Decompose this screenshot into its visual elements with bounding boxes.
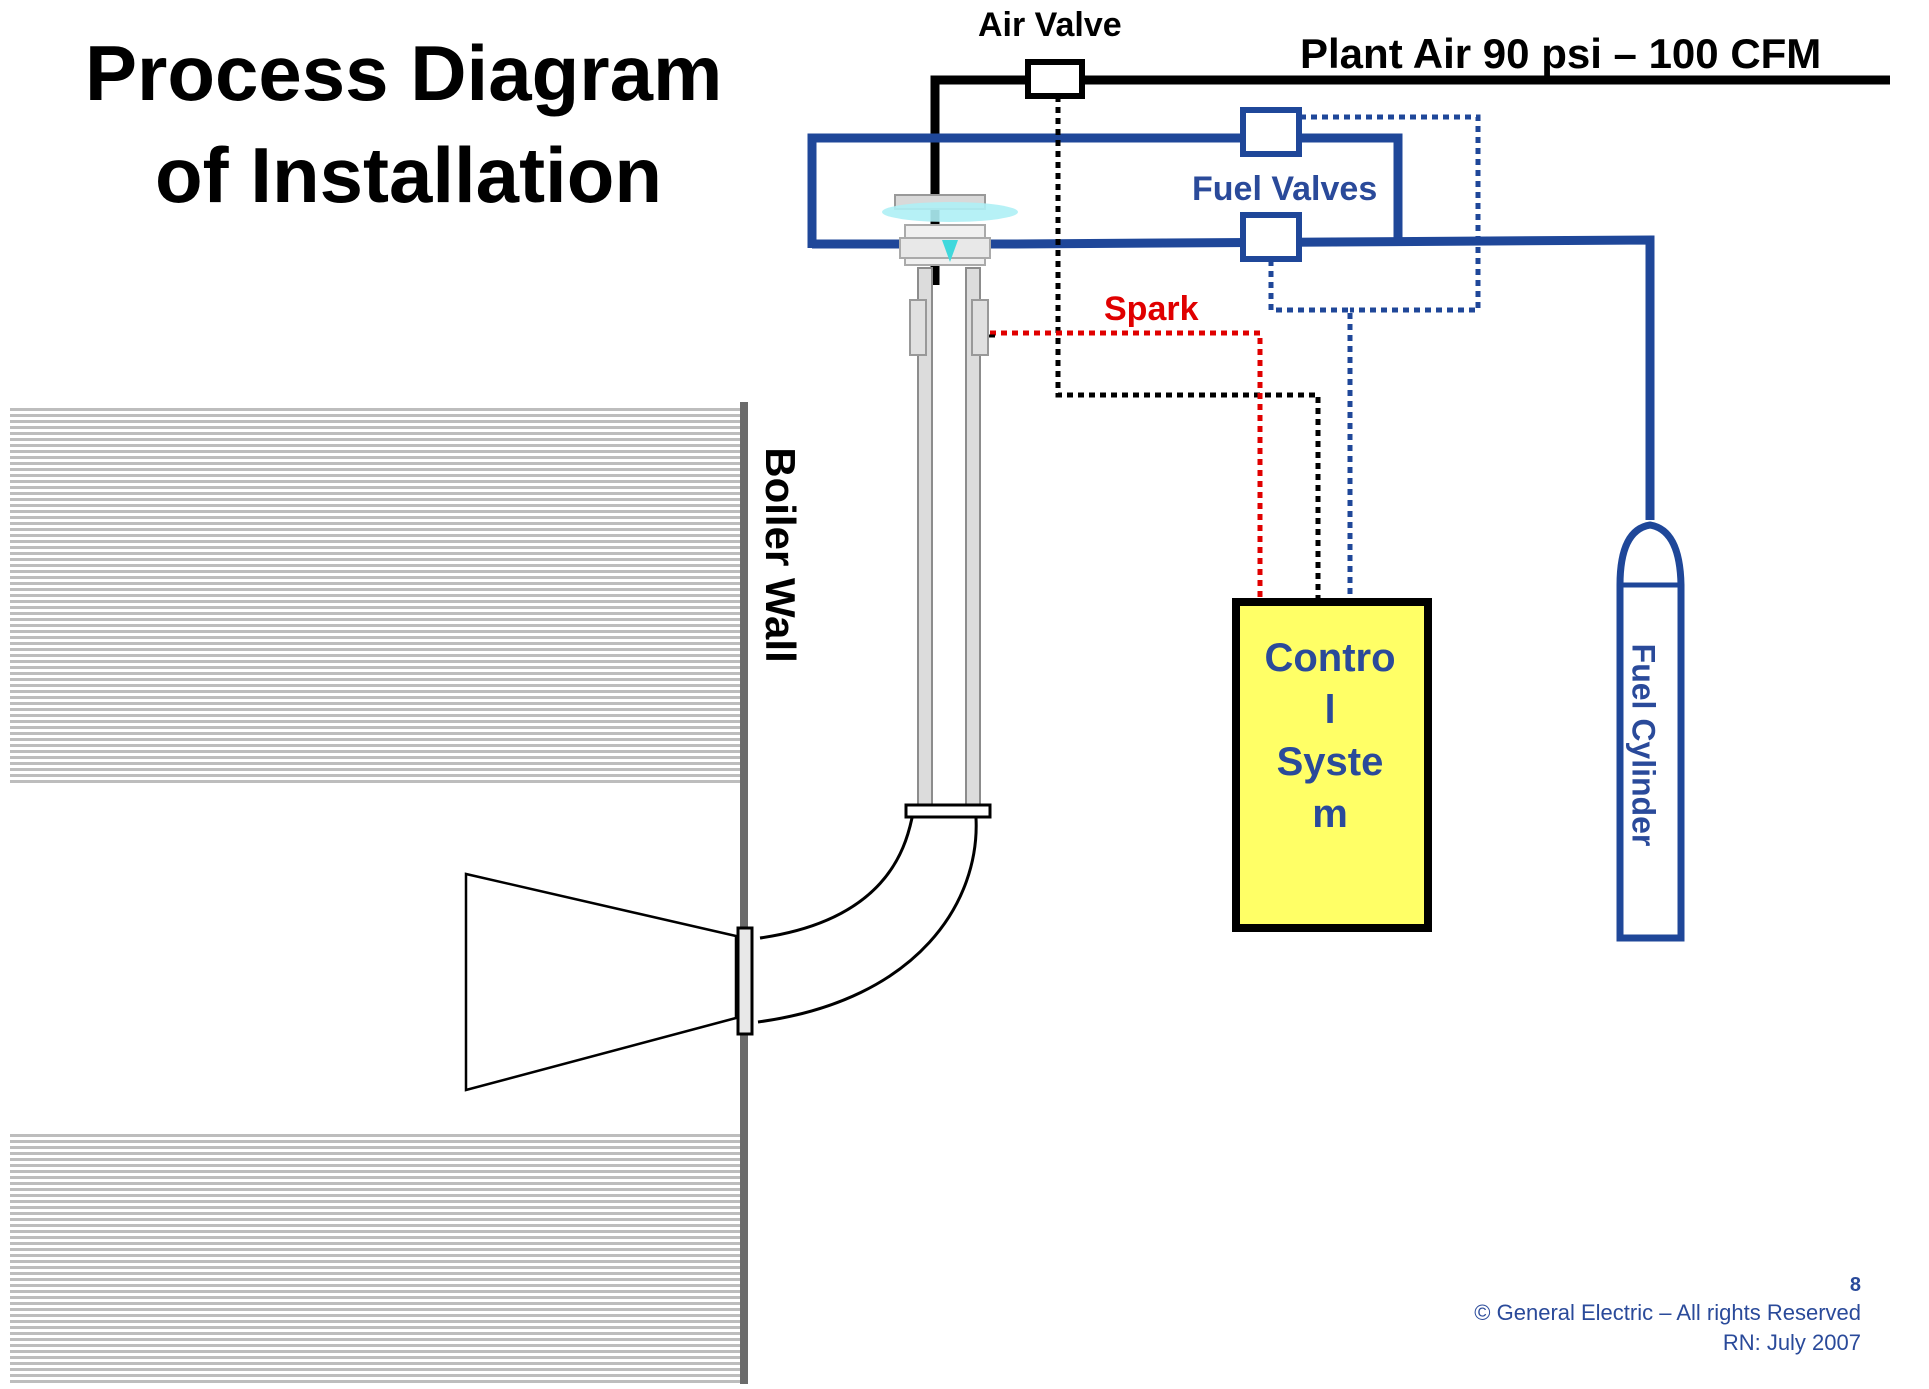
spark-dotted-line <box>990 330 1263 600</box>
plant-air-line <box>930 75 1890 285</box>
boiler-wall-label: Boiler Wall <box>757 447 804 663</box>
page-title-line-1: Process Diagram <box>85 29 723 117</box>
boiler-upper-block <box>10 405 742 783</box>
boiler-lower-block <box>10 1132 742 1384</box>
igniter-head <box>882 194 1018 266</box>
revision-note: RN: July 2007 <box>1722 1330 1861 1355</box>
control-system-line-2: l <box>1324 688 1336 732</box>
control-system-box <box>1232 598 1432 932</box>
tube-collar-left <box>909 299 927 356</box>
fuel-valves-label: Fuel Valves <box>1192 170 1378 208</box>
burner-cone <box>464 872 738 1092</box>
control-system-line-3: Syste <box>1276 740 1384 784</box>
air-valve-label: Air Valve <box>978 6 1122 44</box>
tube-collar-right <box>971 299 989 356</box>
fuel-loop-upper <box>807 133 1403 248</box>
copyright-notice: © General Electric – All rights Reserved <box>1474 1300 1861 1325</box>
control-system-line-4: m <box>1312 792 1348 836</box>
fuel-control-dotted-lower <box>1268 260 1353 600</box>
fuel-cylinder-label: Fuel Cylinder <box>1625 643 1662 847</box>
wall-flange <box>736 926 754 1036</box>
tube-flange <box>904 803 992 819</box>
control-system-line-1: Contro <box>1264 636 1396 680</box>
control-system-label: Contro l Syste m <box>1240 632 1420 840</box>
air-valve[interactable] <box>1025 59 1085 99</box>
fuel-cylinder <box>1616 521 1685 942</box>
bend-pipe <box>757 817 978 1024</box>
fuel-valve-upper[interactable] <box>1240 107 1302 157</box>
page-number: 8 <box>1849 1274 1861 1296</box>
plant-air-label: Plant Air 90 psi – 100 CFM <box>1300 30 1822 77</box>
page-title-line-2: of Installation <box>155 131 662 219</box>
fuel-valve-lower[interactable] <box>1240 212 1302 262</box>
air-control-dotted-line <box>1055 96 1321 600</box>
spark-label: Spark <box>1104 290 1199 328</box>
fuel-control-dotted-upper <box>1300 114 1481 313</box>
